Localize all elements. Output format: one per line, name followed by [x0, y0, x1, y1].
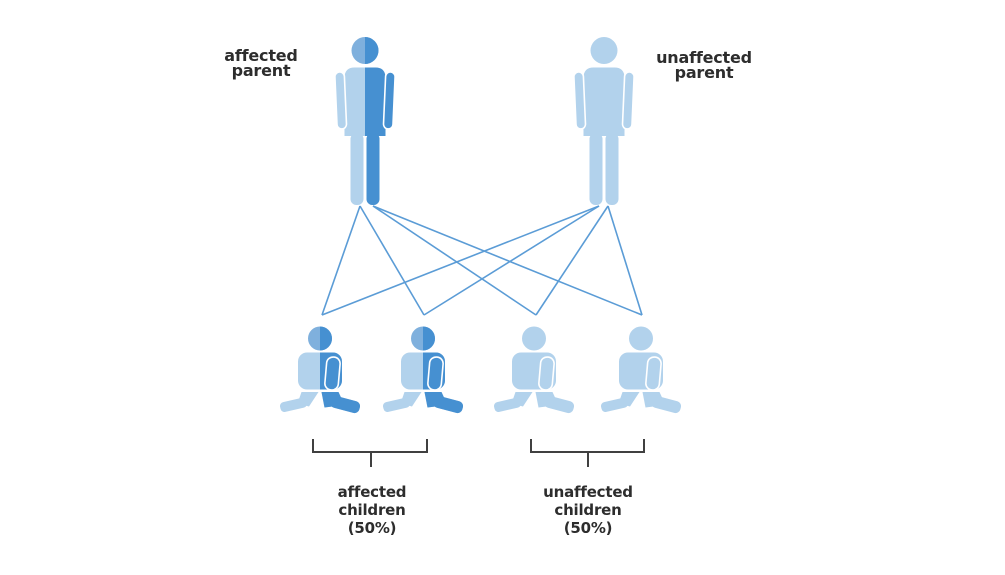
label-line: unaffected	[543, 483, 633, 501]
person-affected-half	[365, 37, 396, 205]
inheritance-line	[372, 205, 643, 316]
unaffected-children-label: unaffected children (50%)	[513, 483, 663, 537]
affected-child-figure-2	[383, 326, 463, 415]
label-line: affected	[337, 483, 407, 501]
affected-parent-figure	[334, 37, 396, 205]
label-line: (50%)	[347, 519, 397, 537]
label-line: children	[338, 501, 406, 519]
baby-affected-half	[320, 326, 360, 415]
affected-parent-label: affected parent	[191, 46, 331, 80]
baby-affected-half	[423, 326, 463, 415]
inheritance-line	[321, 205, 361, 316]
affected-children-bracket	[312, 439, 428, 467]
baby-body	[494, 351, 574, 415]
label-line: parent	[674, 63, 734, 82]
label-line: unaffected	[656, 48, 752, 67]
inheritance-line	[607, 205, 643, 316]
unaffected-parent-label: unaffected parent	[634, 48, 774, 82]
label-line: children	[554, 501, 622, 519]
inheritance-line	[372, 205, 537, 316]
unaffected-parent-figure	[573, 37, 635, 205]
inheritance-line	[321, 205, 600, 316]
label-line: (50%)	[563, 519, 613, 537]
unaffected-child-figure-1	[494, 326, 574, 415]
affected-children-label: affected children (50%)	[297, 483, 447, 537]
inheritance-line	[423, 205, 600, 316]
baby-head	[522, 326, 546, 351]
inheritance-line	[359, 205, 425, 316]
person-head	[590, 37, 618, 64]
person-body	[573, 66, 635, 205]
affected-child-figure-1	[280, 326, 360, 415]
unaffected-children-bracket	[530, 439, 645, 467]
baby-body	[601, 351, 681, 415]
inheritance-line	[535, 205, 609, 316]
unaffected-child-figure-2	[601, 326, 681, 415]
label-line: parent	[231, 61, 291, 80]
baby-head	[629, 326, 653, 351]
label-line: affected	[224, 46, 298, 65]
